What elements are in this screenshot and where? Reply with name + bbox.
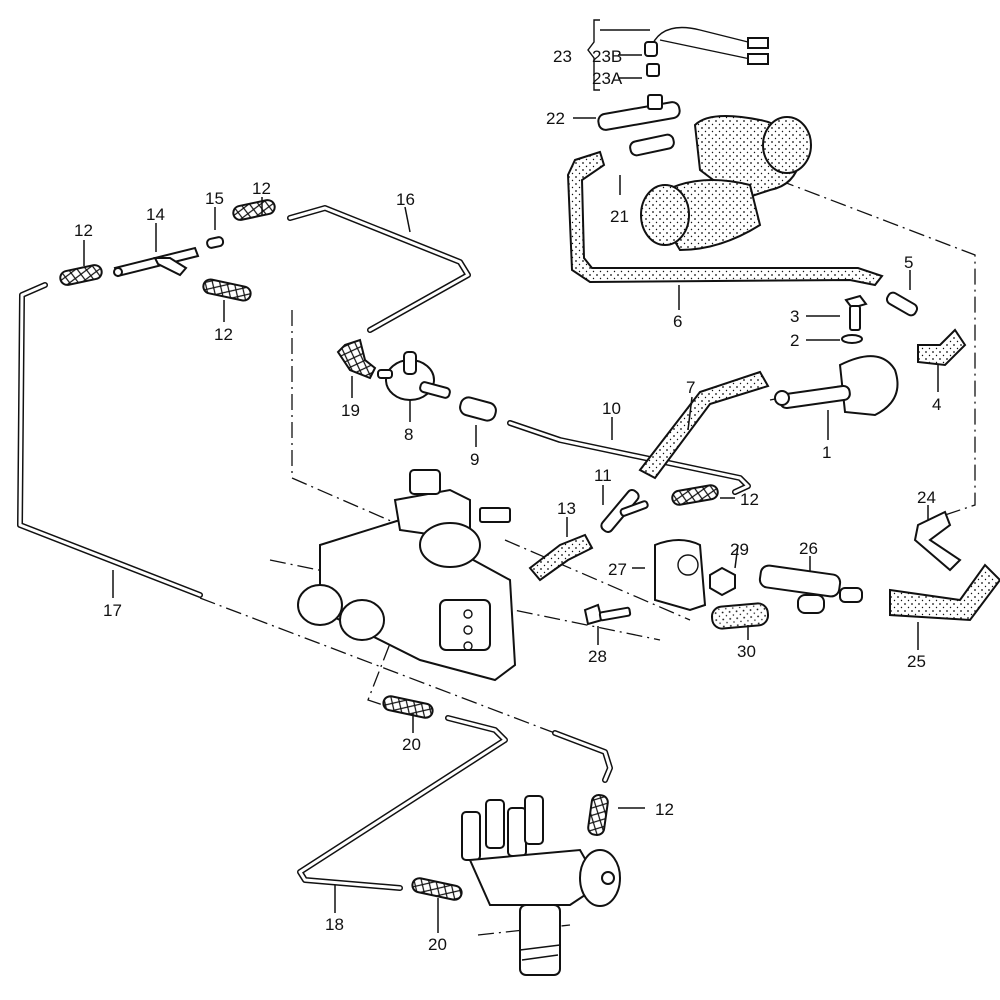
callout-14: 14 <box>146 205 165 224</box>
callout-20-upper: 20 <box>402 735 421 754</box>
connector-9 <box>459 396 497 422</box>
hose-sleeve-12-mid <box>202 278 252 302</box>
callout-22: 22 <box>546 109 565 128</box>
callout-7: 7 <box>686 378 695 397</box>
callout-17: 17 <box>103 601 122 620</box>
fitting-22 <box>597 94 681 131</box>
hose-sleeve-20-upper <box>382 695 434 719</box>
callout-labels: 1 2 3 4 5 6 7 8 9 10 11 12 12 12 12 12 1… <box>74 47 941 954</box>
callout-9: 9 <box>470 450 479 469</box>
connector-15 <box>206 236 225 249</box>
callout-12-mid: 12 <box>214 325 233 344</box>
callout-16: 16 <box>396 190 415 209</box>
sensor-23 <box>644 26 769 77</box>
connector-21 <box>629 133 675 157</box>
bolt-28 <box>583 603 632 626</box>
hose-sleeve-12-top <box>232 199 276 221</box>
callout-15: 15 <box>205 189 224 208</box>
nut-29 <box>709 566 736 597</box>
throttle-body-assembly <box>297 469 517 682</box>
callout-28: 28 <box>588 647 607 666</box>
callout-12-top: 12 <box>252 179 271 198</box>
hose-sleeve-12-right <box>671 484 719 506</box>
callout-3: 3 <box>790 307 799 326</box>
callout-4: 4 <box>932 395 941 414</box>
callout-27: 27 <box>608 560 627 579</box>
hose-30 <box>710 602 770 630</box>
hose-sleeve-20-lower <box>411 877 463 901</box>
line-16 <box>287 205 471 333</box>
callout-18: 18 <box>325 915 344 934</box>
callout-24: 24 <box>917 488 936 507</box>
filter-26 <box>758 564 863 603</box>
callout-12-right: 12 <box>740 490 759 509</box>
callout-12-bottom: 12 <box>655 800 674 819</box>
hose-13 <box>528 533 594 582</box>
callout-12-left: 12 <box>74 221 93 240</box>
callout-23a: 23A <box>592 69 623 88</box>
callout-26: 26 <box>799 539 818 558</box>
connector-5 <box>885 291 919 317</box>
hose-6 <box>566 150 884 287</box>
line-10 <box>507 420 751 495</box>
callout-19: 19 <box>341 401 360 420</box>
elbow-24 <box>913 510 962 572</box>
air-intake-boot <box>640 115 812 252</box>
callout-25: 25 <box>907 652 926 671</box>
hose-sleeve-12-left <box>59 264 103 286</box>
callout-20-lower: 20 <box>428 935 447 954</box>
vacuum-unit-1 <box>774 355 899 417</box>
callout-21: 21 <box>610 207 629 226</box>
elbow-hose-19 <box>336 338 377 380</box>
t-piece-14 <box>113 246 200 278</box>
callout-29: 29 <box>730 540 749 559</box>
connector-30b <box>797 594 825 614</box>
hose-25 <box>889 563 1000 622</box>
callout-8: 8 <box>404 425 413 444</box>
callout-23b: 23B <box>592 47 622 66</box>
hose-sleeve-12-bottom <box>587 793 609 837</box>
callout-30: 30 <box>737 642 756 661</box>
bracket-27 <box>654 539 707 612</box>
valve-8 <box>377 351 451 401</box>
callout-11: 11 <box>594 466 612 485</box>
elbow-hose-4 <box>917 328 967 367</box>
callout-6: 6 <box>673 312 682 331</box>
callout-2: 2 <box>790 331 799 350</box>
bolt-3 <box>844 294 868 331</box>
callout-1: 1 <box>822 443 831 462</box>
callout-10: 10 <box>602 399 621 418</box>
callout-23: 23 <box>553 47 572 66</box>
hose-7 <box>638 370 770 480</box>
callout-5: 5 <box>904 253 913 272</box>
callout-13: 13 <box>557 499 576 518</box>
distributor <box>461 795 621 976</box>
connector-11 <box>600 489 649 533</box>
washer-2 <box>841 334 863 344</box>
line-17 <box>17 282 203 598</box>
leader-lines <box>83 19 939 933</box>
